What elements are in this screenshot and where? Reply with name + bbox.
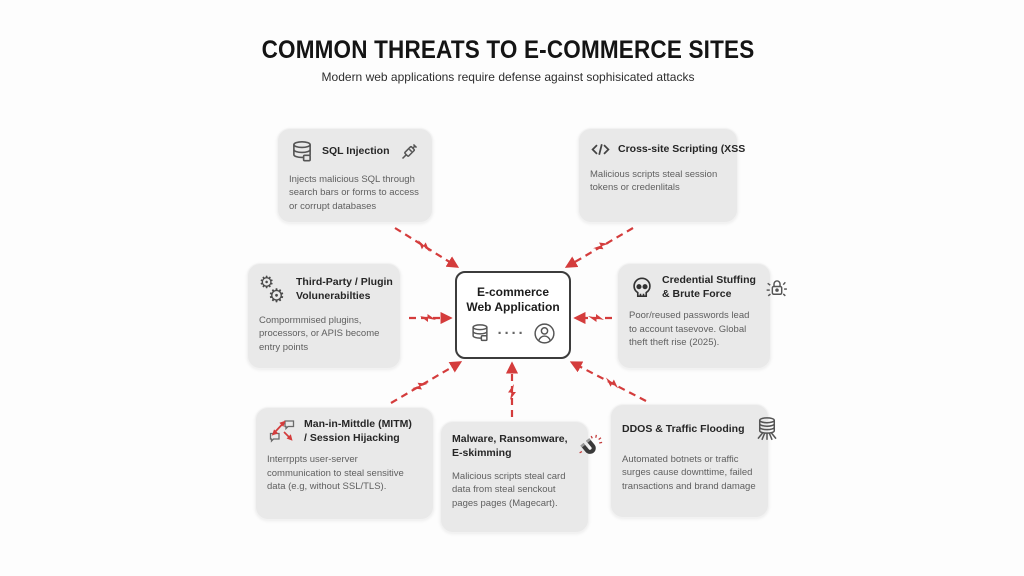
- threat-description: Malicious scripts steal card data from s…: [452, 471, 566, 509]
- threat-card-sql-injection: SQL Injection Injects malicious SQL thro…: [277, 128, 433, 223]
- center-icon-row: ····: [469, 321, 558, 346]
- threat-description: Malicious scripts steal session tokens o…: [590, 169, 718, 194]
- skull-icon: [629, 275, 655, 301]
- connection-dots: ····: [497, 324, 526, 342]
- arrow-mitm-to-center: [390, 361, 463, 404]
- threat-title: Malware, Ransomware, E-skimming: [452, 433, 568, 459]
- threat-title: Credential Stuffing & Brute Force: [662, 274, 756, 300]
- threat-title: Man-in-Mittdle (MITM) / Session Hijackin…: [304, 418, 412, 444]
- threat-card-xss: Cross-site Scripting (XSS Malicious scri…: [578, 128, 745, 223]
- lightning-bolt-icon: [411, 378, 429, 394]
- page-title: COMMON THREATS TO E-COMMERCE SITES: [261, 36, 755, 64]
- user-icon: [532, 321, 557, 346]
- threat-title: Third-Party / Plugin Volunerabilties: [296, 276, 393, 302]
- threat-description: Poor/reused passwords lead to account ta…: [629, 310, 750, 349]
- threat-card-third-party-plugin: ⚙⚙ Third-Party / Plugin Volunerabilties …: [247, 263, 401, 369]
- threat-description: Automated botnets or traffic surges caus…: [622, 454, 756, 492]
- gears-icon: ⚙⚙: [259, 273, 286, 307]
- threat-description: Interrppts user-server communication to …: [267, 454, 404, 493]
- database-icon: [289, 140, 315, 164]
- threat-description: Injects malicious SQL through search bar…: [289, 174, 419, 212]
- lightning-bolt-icon: [588, 314, 604, 322]
- padlock-rays-icon: [763, 274, 790, 301]
- threat-title: DDOS & Traffic Flooding: [622, 423, 745, 436]
- lightning-bolt-icon: [603, 375, 621, 391]
- threat-title: Cross-site Scripting (XSS: [618, 142, 746, 155]
- threat-title: SQL Injection: [322, 145, 390, 158]
- intercept-arrows-icon: [267, 418, 297, 445]
- threat-card-malware-eskimming: Malware, Ransomware, E-skimming: [440, 421, 602, 533]
- header: COMMON THREATS TO E-COMMERCE SITES Moder…: [0, 36, 1016, 84]
- lightning-bolt-icon: [415, 238, 433, 254]
- threat-card-ddos: DDOS & Traffic Flooding Automated botnet…: [610, 404, 777, 518]
- center-title: E-commerce Web Application: [466, 284, 560, 314]
- code-brackets-icon: [590, 139, 611, 160]
- center-node-ecommerce-app: E-commerce Web Application ····: [455, 271, 571, 359]
- threat-description: Compormmised plugins, processors, or API…: [259, 315, 380, 353]
- server-stack-icon: [752, 415, 782, 445]
- threat-card-mitm: Man-in-Mittdle (MITM) / Session Hijackin…: [255, 407, 434, 520]
- database-icon: [469, 323, 491, 344]
- lightning-bolt-icon: [592, 238, 610, 254]
- syringe-icon: [396, 139, 422, 165]
- page-subtitle: Modern web applications require defense …: [321, 70, 695, 84]
- threat-card-credential-stuffing: Credential Stuffing & Brute Force Poor/r…: [617, 263, 787, 369]
- magnet-icon: [575, 432, 605, 462]
